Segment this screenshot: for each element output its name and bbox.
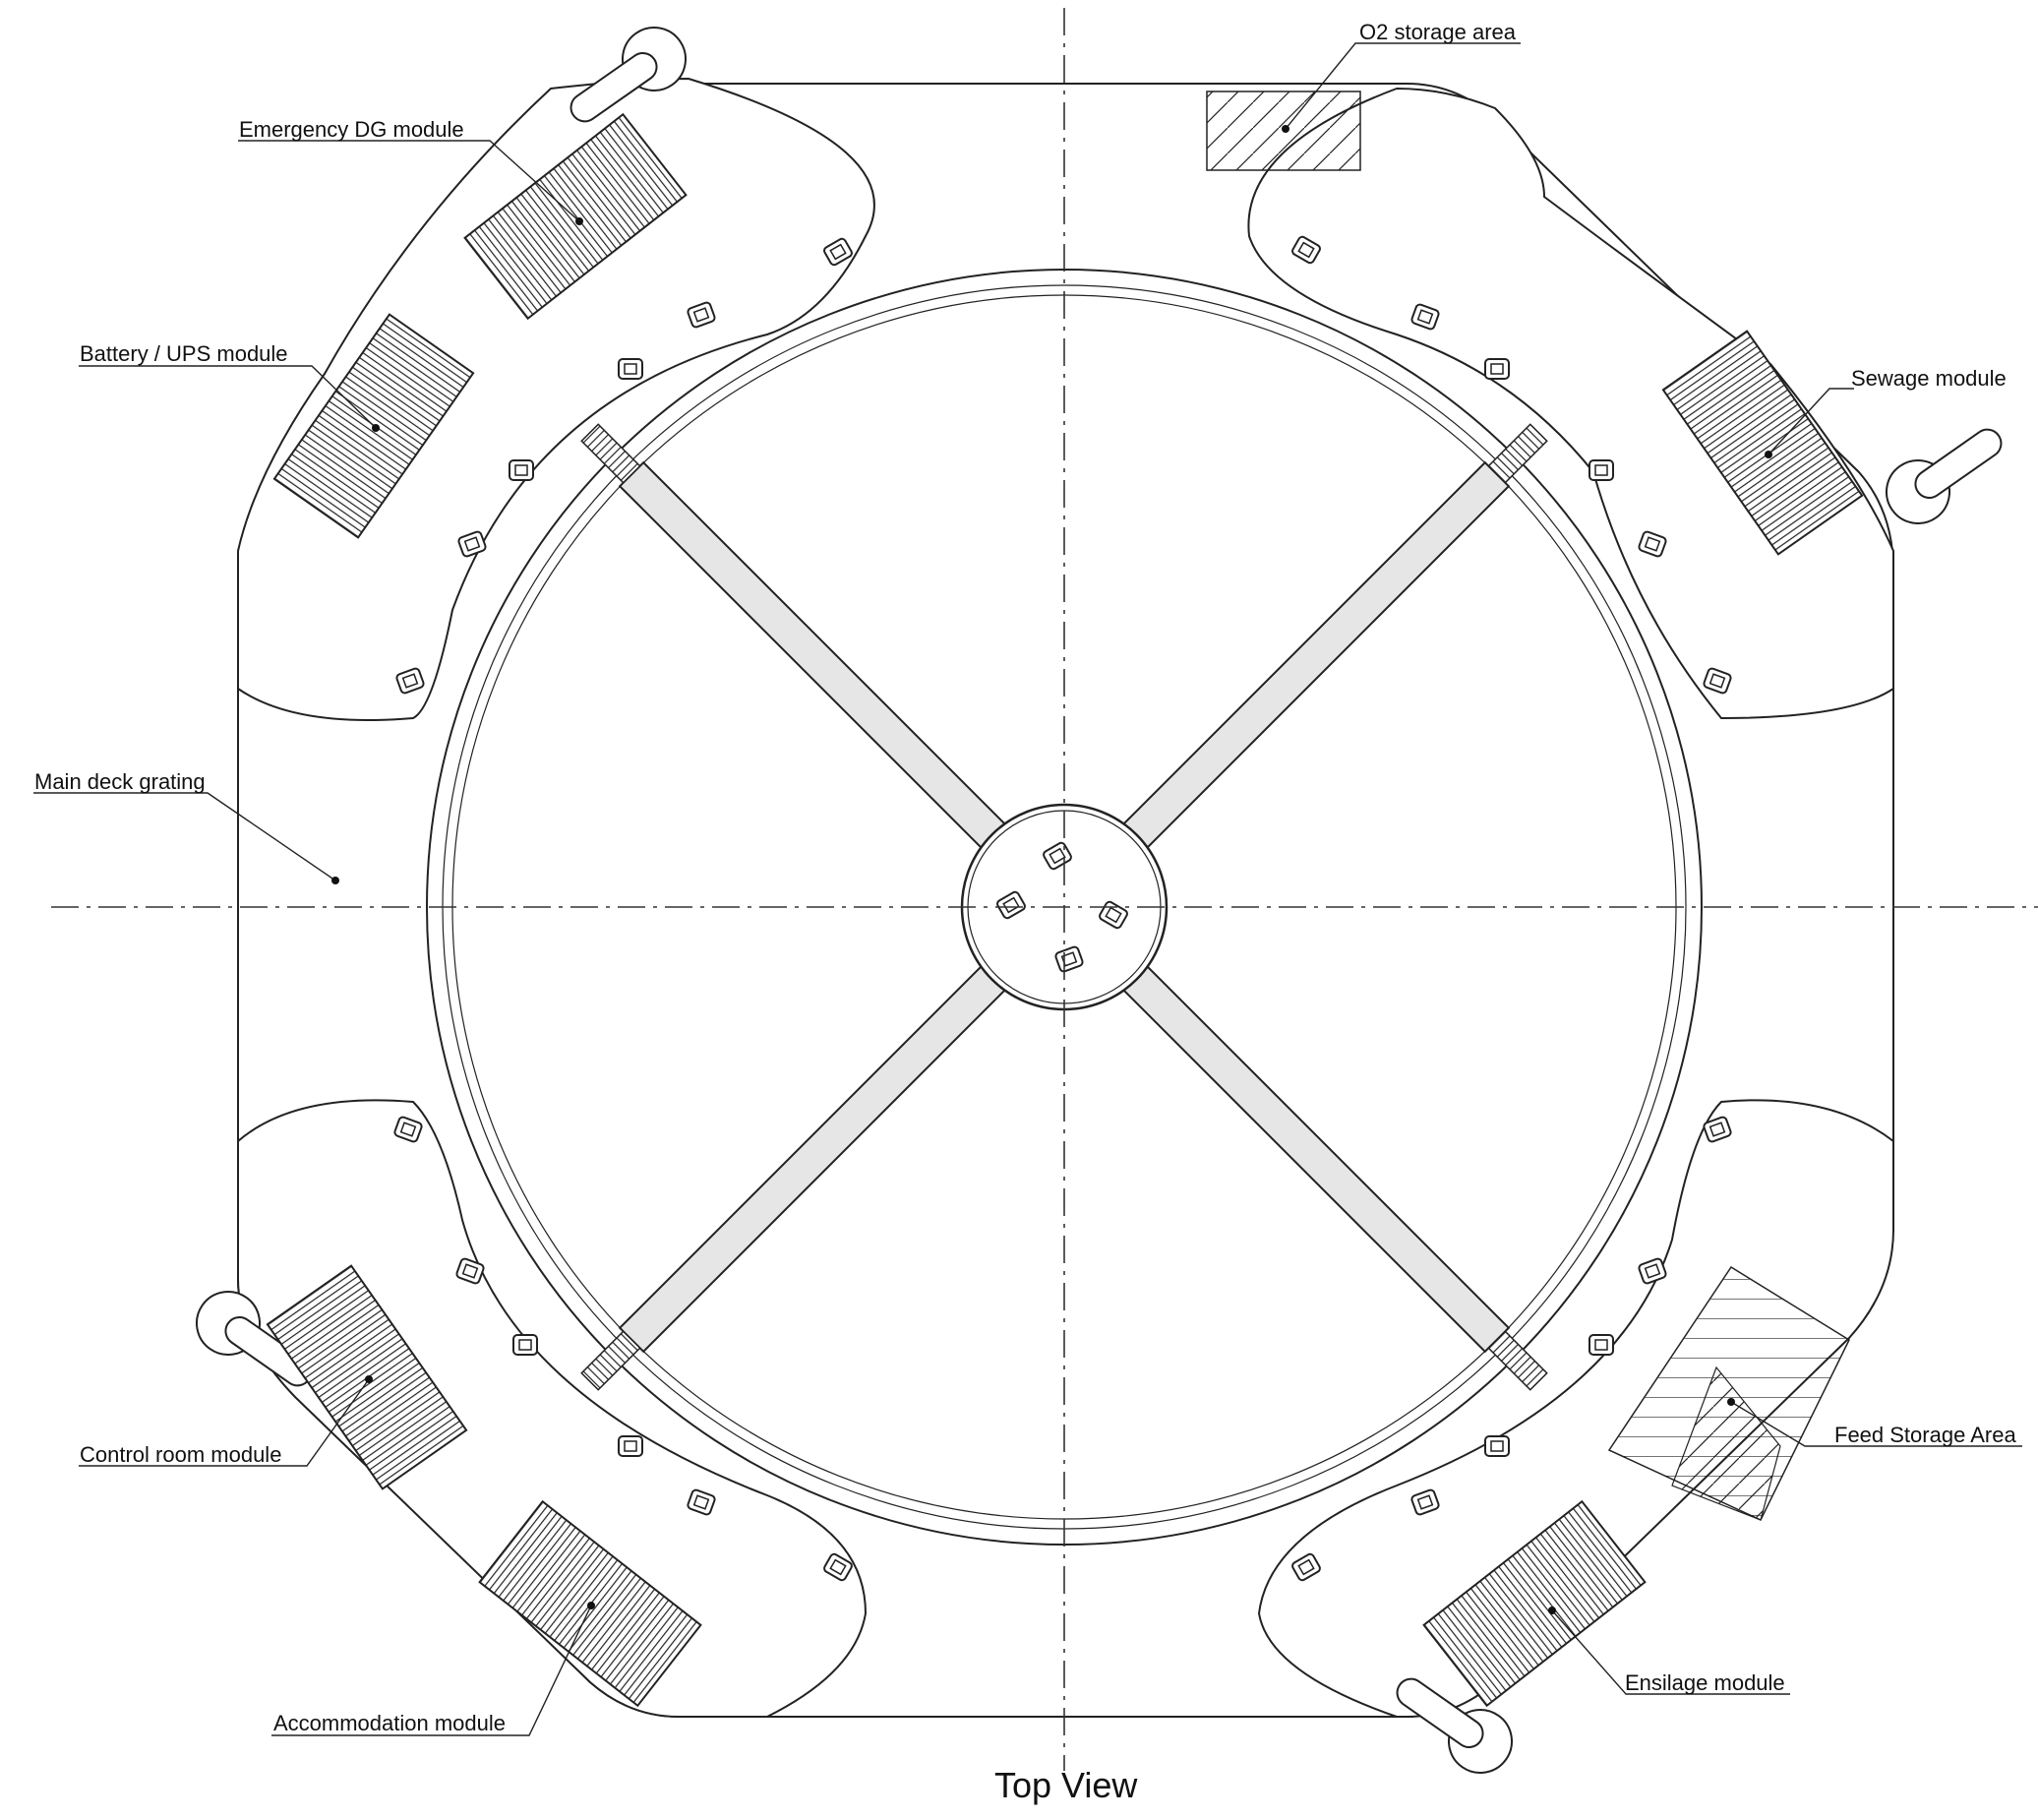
bollard-symbol (455, 1257, 485, 1285)
corner-platforms (237, 77, 1894, 1718)
bollard-symbol (1638, 530, 1667, 558)
bollard-symbol (687, 301, 716, 329)
label-sewage: Sewage module (1851, 366, 2007, 391)
label-feed-storage: Feed Storage Area (1834, 1423, 2016, 1447)
bollard-symbol (512, 1334, 538, 1356)
bollard-symbol (996, 890, 1026, 920)
platform-se (1257, 1099, 1894, 1718)
bollard-symbol (1054, 945, 1084, 973)
label-emergency-dg: Emergency DG module (239, 117, 464, 142)
bollard-symbol (1410, 1488, 1440, 1516)
bollard-symbol (1588, 1334, 1614, 1356)
bollard-symbol (393, 1116, 423, 1143)
label-battery-ups: Battery / UPS module (80, 341, 288, 366)
label-o2-storage: O2 storage area (1359, 20, 1517, 44)
bollard-symbol (1703, 667, 1732, 695)
mooring-fenders (196, 27, 2003, 1774)
label-ensilage: Ensilage module (1625, 1670, 1785, 1695)
bollard-symbol (687, 1488, 716, 1516)
leader-dots (331, 125, 1772, 1614)
platform-sw (237, 1099, 868, 1718)
label-control-room: Control room module (80, 1442, 281, 1467)
bollard-symbol (618, 358, 643, 380)
platform-nw (237, 77, 875, 721)
bollard-symbol (1291, 235, 1321, 265)
bollard-symbol (823, 1552, 853, 1582)
bollard-symbol (457, 530, 487, 558)
sewage-module (1661, 330, 1864, 556)
label-accommodation: Accommodation module (273, 1711, 506, 1735)
platform-ne (1247, 87, 1894, 720)
bollard-symbol (1410, 303, 1440, 331)
view-title: Top View (994, 1765, 1138, 1805)
mooring-bollards (393, 235, 1732, 1582)
bollard-symbol (1588, 459, 1614, 481)
ensilage-module (1422, 1499, 1647, 1708)
bollard-symbol (509, 459, 534, 481)
bollard-symbol (1099, 900, 1128, 930)
bollard-symbol (1703, 1116, 1732, 1143)
bollard-symbol (1291, 1552, 1321, 1582)
bollard-symbol (1638, 1257, 1667, 1285)
bollard-symbol (395, 667, 425, 695)
leader-lines (33, 42, 2022, 1736)
emergency-dg-module (463, 112, 688, 321)
bollard-symbol (1484, 358, 1510, 380)
label-main-deck: Main deck grating (34, 769, 206, 794)
bollard-symbol (823, 237, 853, 267)
bollard-symbol (618, 1435, 643, 1457)
bollard-symbol (1484, 1435, 1510, 1457)
